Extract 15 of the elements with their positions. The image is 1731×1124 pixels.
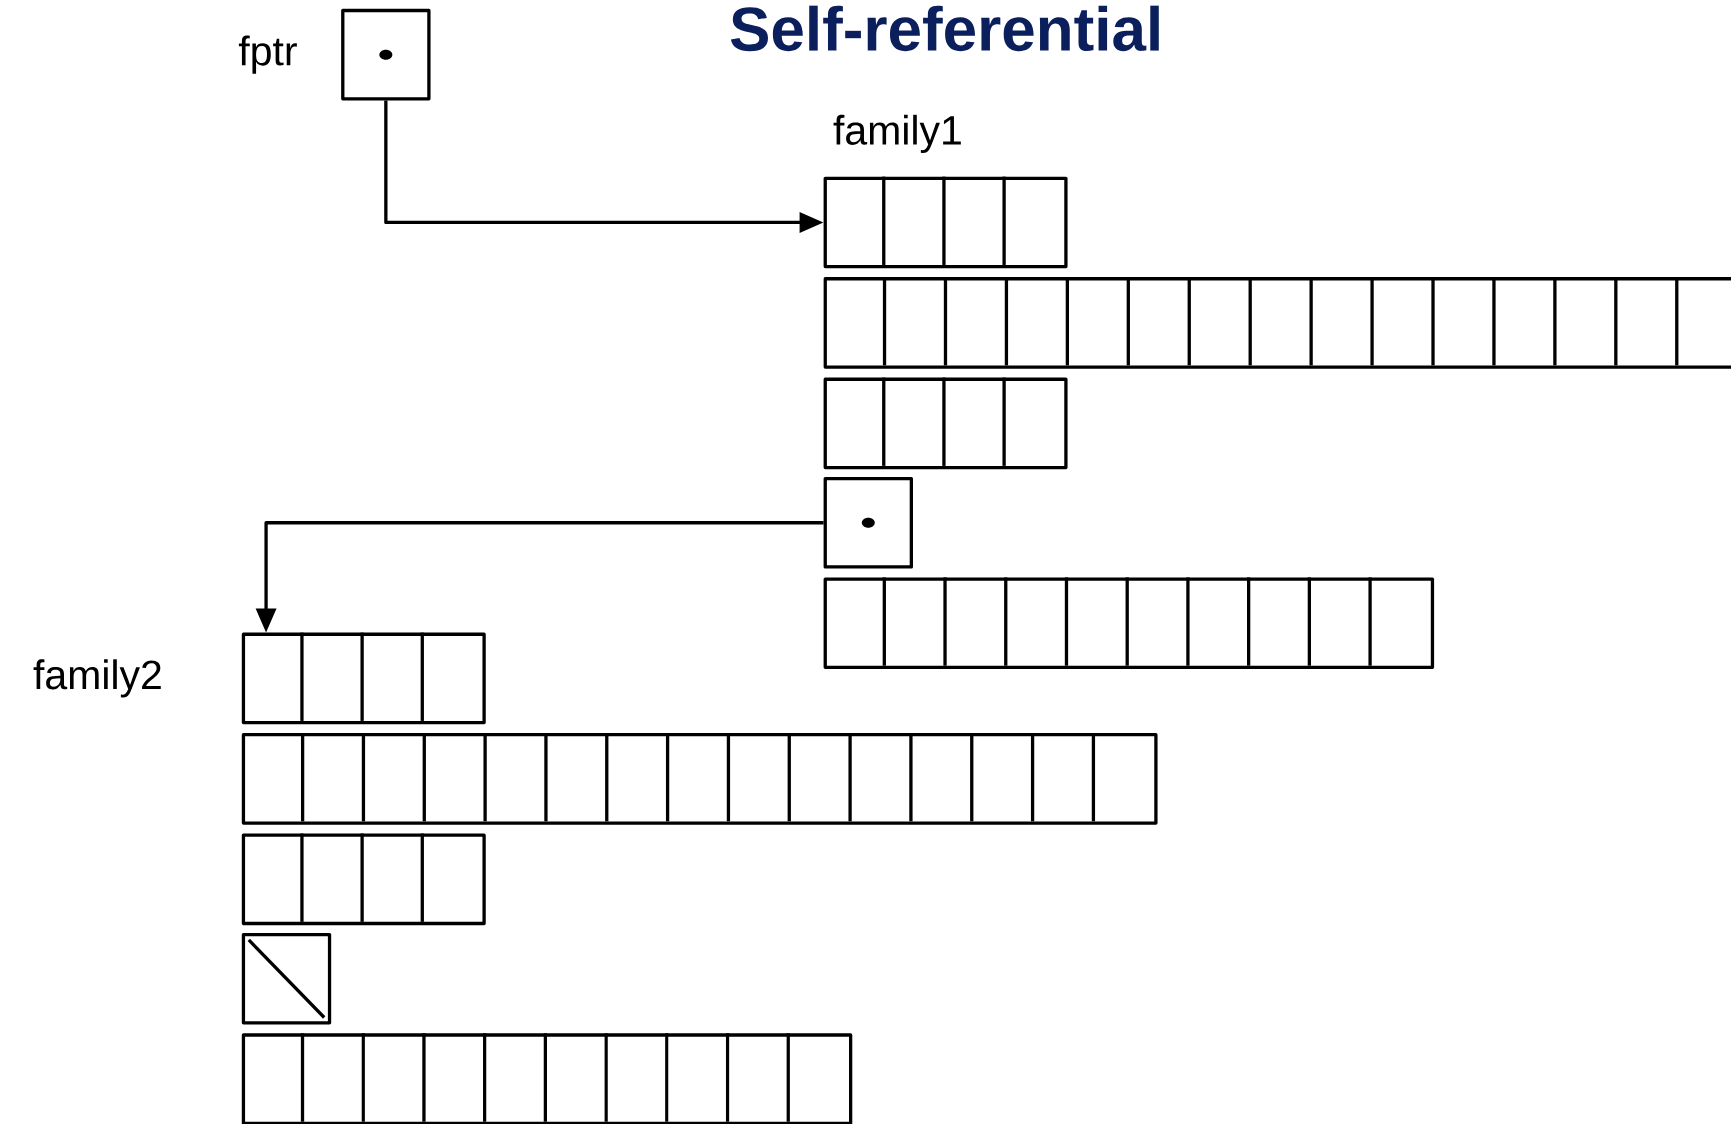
field-cells [241, 733, 1158, 825]
field-cells [823, 377, 1068, 470]
field-cells [823, 176, 1068, 269]
field-cells [241, 833, 486, 926]
field-cells [241, 1033, 853, 1124]
pointer-box [823, 476, 913, 569]
variable-label: family2 [33, 659, 161, 698]
field-cells [241, 632, 486, 725]
pointer-box [341, 8, 431, 101]
field-cells [823, 577, 1435, 669]
field-cells [823, 277, 1731, 369]
variable-label: family1 [833, 114, 961, 153]
null-pointer-box [241, 932, 332, 1025]
variable-label: fptr [238, 35, 297, 74]
title: Self-referential [730, 5, 1159, 52]
